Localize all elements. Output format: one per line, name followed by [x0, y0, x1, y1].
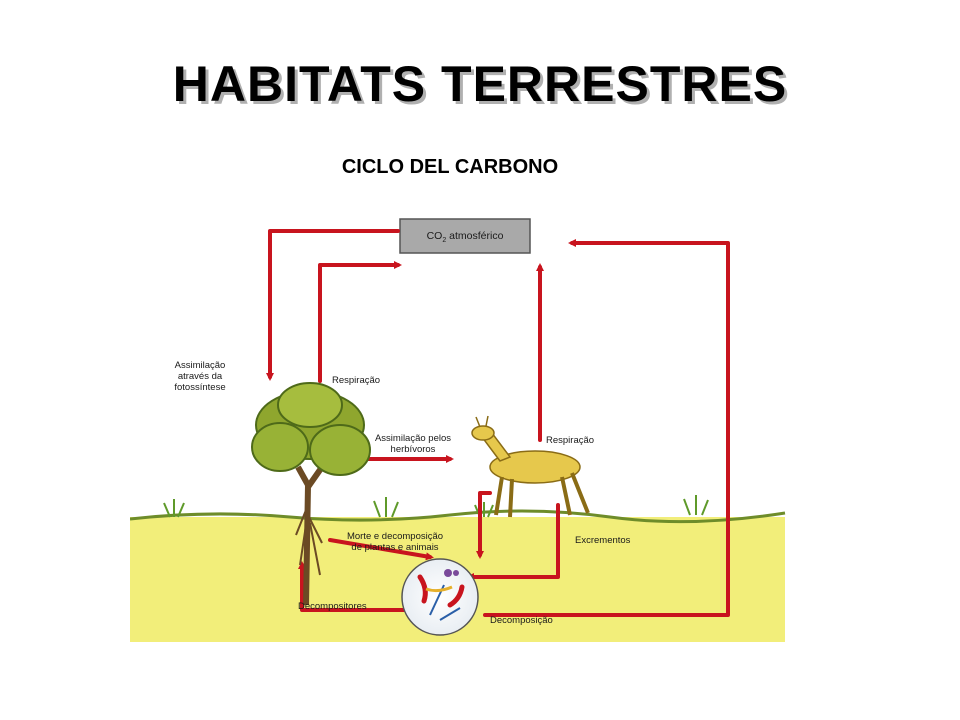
co2-label: CO2 atmosférico	[400, 231, 530, 246]
label-respiration-animals: Respiração	[546, 435, 595, 446]
co2-prefix: CO	[426, 230, 443, 242]
grass-line	[130, 509, 786, 524]
page-subtitle: CICLO DEL CARBONO	[341, 156, 559, 178]
label-death-decomposition: Morte e decomposição de plantas e animai…	[346, 531, 444, 553]
label-respiration-plants: Respiração	[332, 375, 381, 386]
co2-subscript: 2	[442, 237, 447, 245]
decomposers-circle	[401, 558, 479, 636]
tree	[251, 382, 371, 606]
arrow-death-plants	[328, 538, 434, 561]
label-assimilation-herbivores: Assimilação pelos herbívoros	[374, 433, 452, 455]
arrow-excrements	[466, 503, 560, 581]
label-excrements: Excrementos	[575, 535, 631, 546]
label-decomposers: Decompositores	[298, 601, 367, 612]
diagram-canvas	[130, 218, 786, 642]
arrow-decomposers	[298, 561, 407, 612]
arrow-respiration-plants	[318, 261, 402, 383]
arrow-death-decomposition	[476, 491, 492, 559]
co2-box	[399, 218, 531, 254]
label-decomposition: Decomposição	[490, 615, 553, 626]
arrow-photosynthesis	[266, 229, 400, 381]
deer	[471, 415, 590, 518]
carbon-cycle-diagram: CO2 atmosférico Assimilação através da f…	[130, 205, 790, 645]
co2-suffix: atmosférico	[446, 230, 504, 242]
arrow-decomposition-return	[483, 239, 730, 617]
label-assimilation-photosynthesis: Assimilação através da fotossíntese	[174, 360, 226, 393]
page-title: HABITATS TERRESTRES	[172, 56, 788, 112]
